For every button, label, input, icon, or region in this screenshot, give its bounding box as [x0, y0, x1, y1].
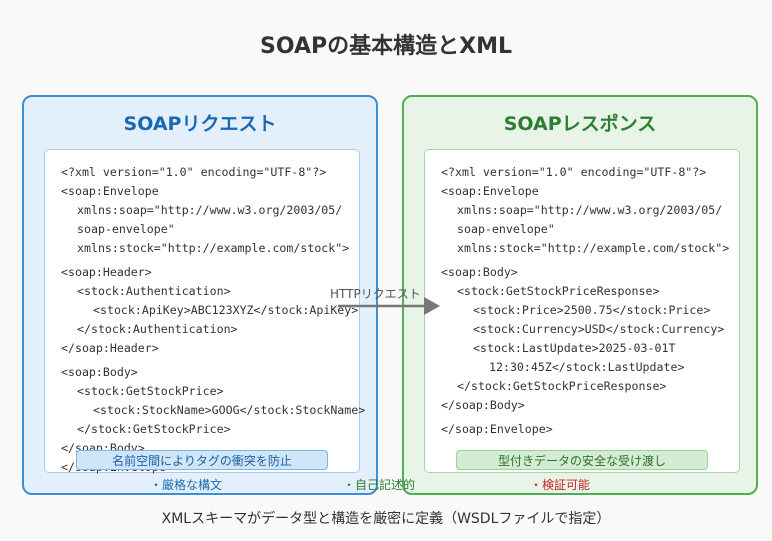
- note-strict-syntax: ・厳格な構文: [150, 478, 223, 492]
- code-line: xmlns:soap="http://www.w3.org/2003/05/: [77, 203, 343, 217]
- code-line: <stock:Authentication>: [77, 284, 231, 298]
- code-line: <soap:Envelope: [441, 184, 539, 198]
- code-line: <soap:Header>: [61, 265, 152, 279]
- code-line: <soap:Body>: [61, 365, 138, 379]
- soap-response-panel: SOAPレスポンス <?xml version="1.0" encoding="…: [402, 95, 758, 495]
- arrow-head: [424, 297, 440, 315]
- code-line: </stock:GetStockPrice>: [77, 422, 231, 436]
- response-xml-code: <?xml version="1.0" encoding="UTF-8"?> <…: [424, 149, 740, 473]
- note-self-describing: ・自己記述的: [343, 478, 416, 492]
- code-line: <soap:Body>: [441, 265, 518, 279]
- code-line: xmlns:soap="http://www.w3.org/2003/05/: [457, 203, 723, 217]
- code-line: <stock:LastUpdate>2025-03-01T: [473, 341, 676, 355]
- code-line: <stock:GetStockPriceResponse>: [457, 284, 660, 298]
- namespace-badge: 名前空間によりタグの衝突を防止: [76, 450, 328, 470]
- response-heading: SOAPレスポンス: [503, 113, 657, 135]
- code-line: xmlns:stock="http://example.com/stock">: [457, 241, 730, 255]
- code-line: <?xml version="1.0" encoding="UTF-8"?>: [441, 165, 707, 179]
- code-line: </stock:Authentication>: [77, 322, 238, 336]
- code-line: <stock:StockName>GOOG</stock:StockName>: [93, 403, 366, 417]
- code-line: <soap:Envelope: [61, 184, 159, 198]
- arrow-label: HTTPリクエスト: [330, 287, 421, 301]
- code-line: </stock:GetStockPriceResponse>: [457, 379, 667, 393]
- code-line: </soap:Body>: [441, 398, 525, 412]
- footer-caption: XMLスキーマがデータ型と構造を厳密に定義（WSDLファイルで指定）: [161, 511, 611, 527]
- request-xml-code: <?xml version="1.0" encoding="UTF-8"?> <…: [44, 149, 366, 474]
- request-heading: SOAPリクエスト: [123, 113, 277, 135]
- diagram-title: SOAPの基本構造とXML: [260, 34, 512, 59]
- code-line: <stock:GetStockPrice>: [77, 384, 224, 398]
- code-line: xmlns:stock="http://example.com/stock">: [77, 241, 350, 255]
- typed-data-badge: 型付きデータの安全な受け渡し: [456, 450, 708, 470]
- code-line: <stock:Currency>USD</stock:Currency>: [473, 322, 725, 336]
- code-line: <?xml version="1.0" encoding="UTF-8"?>: [61, 165, 327, 179]
- note-verifiable: ・検証可能: [530, 478, 591, 492]
- soap-request-panel: SOAPリクエスト <?xml version="1.0" encoding="…: [22, 95, 378, 495]
- code-line: </soap:Header>: [61, 341, 159, 355]
- code-line: </soap:Envelope>: [441, 422, 553, 436]
- code-line: <stock:Price>2500.75</stock:Price>: [473, 303, 711, 317]
- code-line: 12:30:45Z</stock:LastUpdate>: [489, 360, 685, 374]
- code-line: <stock:ApiKey>ABC123XYZ</stock:ApiKey>: [93, 303, 359, 317]
- code-line: soap-envelope": [457, 222, 555, 236]
- code-line: soap-envelope": [77, 222, 175, 236]
